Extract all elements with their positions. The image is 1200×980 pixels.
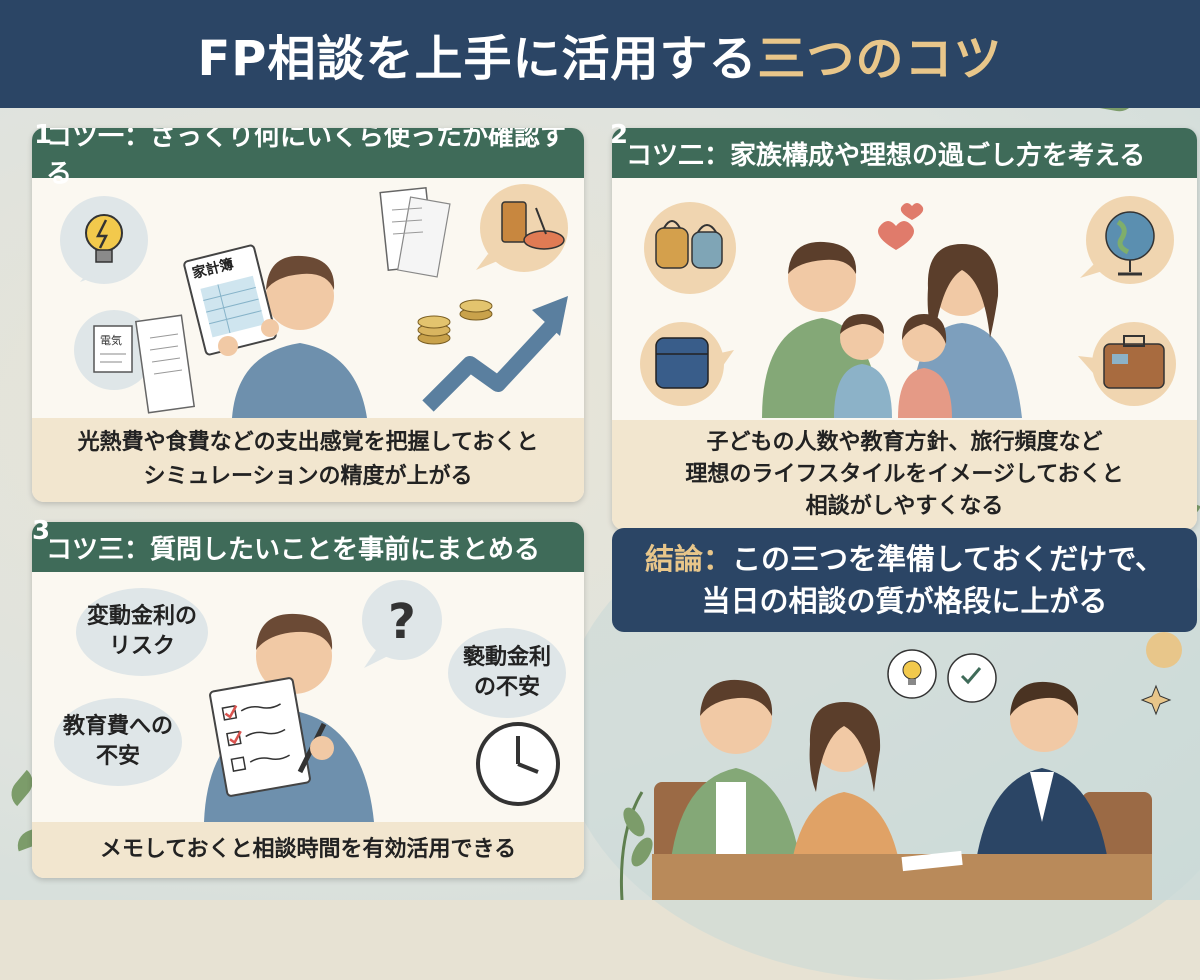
receipts-icon — [379, 186, 451, 278]
tip-number-2: 2 — [609, 120, 629, 150]
globe-icon — [1080, 196, 1174, 284]
rising-arrow-icon — [422, 296, 568, 412]
question-bubble-3: 褻動金利 の不安 — [448, 628, 566, 718]
tip-heading-1: コツ一：ざっくり何にいくら使ったか確認する — [32, 128, 584, 189]
tip-heading-3: コツ三：質問したいことを事前にまとめる — [32, 522, 584, 572]
plant-icon — [619, 791, 653, 900]
man-reading-illustration: 家計簿 — [183, 244, 367, 418]
man-writing-illustration — [204, 613, 374, 822]
school-bag-icon — [640, 322, 734, 406]
question-bubble-1: 変動金利の リスク — [76, 588, 208, 676]
conclusion-label: 結論： — [644, 542, 732, 576]
tip-heading-2: コツ二：家族構成や理想の過ごし方を考える — [612, 128, 1197, 178]
coins-icon — [417, 299, 493, 345]
food-icon — [476, 184, 568, 272]
tip-number-3: 3 — [31, 516, 51, 546]
consultation-illustration — [619, 632, 1182, 900]
conclusion-line-2: 当日の相談の質が格段に上がる — [701, 584, 1108, 618]
tip-footer-1-line-2: シミュレーションの精度が上がる — [143, 464, 473, 489]
title-main: FP相談を上手に活用する — [197, 31, 758, 87]
suitcase-icon — [1078, 322, 1176, 406]
title-banner: FP相談を上手に活用する三つのコツ — [0, 0, 1200, 108]
heart-icon — [878, 203, 924, 250]
tip-illustration-2 — [640, 196, 1176, 418]
backpack-icon — [644, 202, 736, 294]
tip-number-1: 1 — [33, 120, 53, 150]
tip-footer-3-line-1: メモしておくと相談時間を有効活用できる — [99, 837, 517, 862]
checklist-icon — [209, 677, 311, 797]
tip-card-1: コツ一：ざっくり何にいくら使ったか確認する 電気 — [32, 128, 584, 502]
tip-card-3: コツ三：質問したいことを事前にまとめる ? — [32, 522, 584, 878]
tip-footer-2: 子どもの人数や教育方針、旅行頻度など 理想のライフスタイルをイメージしておくと … — [612, 420, 1197, 530]
family-illustration — [762, 241, 1022, 418]
title-accent: 三つのコツ — [757, 31, 1003, 87]
svg-text:?: ? — [388, 594, 416, 650]
handshake-check-icon — [947, 653, 997, 703]
tip-card-2: コツ二：家族構成や理想の過ごし方を考える — [612, 128, 1197, 530]
tip-footer-1-line-1: 光熱費や食費などの支出感覚を把握しておくと — [77, 430, 539, 455]
page-title: FP相談を上手に活用する三つのコツ — [198, 19, 1003, 89]
tip-footer-2-line-3: 相談がしやすくなる — [805, 494, 1004, 519]
svg-text:電気: 電気 — [100, 333, 122, 347]
question-icon: ? — [362, 580, 442, 668]
conclusion-banner: 結論：この三つを準備しておくだけで、 当日の相談の質が格段に上がる — [612, 528, 1197, 632]
tip-illustration-3: ? — [204, 580, 560, 822]
tip-footer-1: 光熱費や食費などの支出感覚を把握しておくと シミュレーションの精度が上がる — [32, 418, 584, 502]
receipt-long-icon — [134, 314, 196, 414]
tip-illustration-1: 電気 家計簿 — [60, 184, 568, 418]
tip-footer-2-line-1: 子どもの人数や教育方針、旅行頻度など — [706, 430, 1103, 455]
speech-bubble-icon — [1146, 632, 1182, 668]
tip-footer-2-line-2: 理想のライフスタイルをイメージしておくと — [685, 462, 1124, 487]
tip-footer-3: メモしておくと相談時間を有効活用できる — [32, 822, 584, 878]
sparkle-icon — [1140, 684, 1172, 716]
idea-bubble-icon — [887, 649, 937, 699]
clock-icon — [476, 722, 560, 806]
lightbulb-icon — [60, 196, 148, 284]
question-bubble-2: 教育費への 不安 — [54, 698, 182, 786]
conclusion-line-1: 結論：この三つを準備しておくだけで、 — [644, 542, 1165, 576]
